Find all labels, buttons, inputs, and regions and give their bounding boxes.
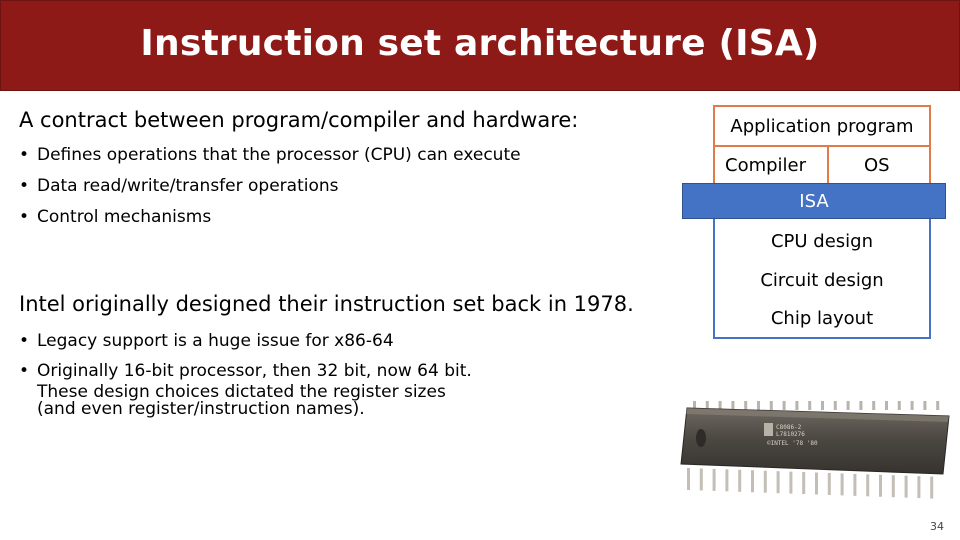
chip-pin <box>936 401 940 410</box>
stack-circuit-design-label: Circuit design <box>760 270 884 291</box>
chip-pin <box>744 401 748 410</box>
chip-marking: ©INTEL '78 '80 <box>767 440 818 447</box>
title-bar: Instruction set architecture (ISA) <box>0 0 960 91</box>
chip-pin <box>731 401 735 410</box>
chip-pin <box>923 401 927 410</box>
chip-pin <box>795 401 799 410</box>
chip-pin <box>757 401 760 410</box>
chip-pin <box>705 401 709 410</box>
bullet-item: Legacy support is a huge issue for x86-6… <box>19 326 472 356</box>
chip-pin <box>872 401 876 410</box>
chip-pin <box>910 401 914 410</box>
intro-text: A contract between program/compiler and … <box>19 108 579 132</box>
stack-cpu-design-label: CPU design <box>770 231 874 252</box>
chip-pin <box>725 469 729 492</box>
chip-pin <box>718 401 722 410</box>
chip-pin <box>891 475 895 498</box>
bullet-list-legacy: Legacy support is a huge issue for x86-6… <box>19 326 472 420</box>
stack-hardware-layers: CPU design Circuit design Chip layout <box>713 217 931 339</box>
stack-divider <box>827 147 829 185</box>
chip-pin <box>846 401 850 410</box>
stack-compiler-os: Compiler OS <box>713 145 931 185</box>
slide-title: Instruction set architecture (ISA) <box>140 23 820 64</box>
bullet-item: Defines operations that the processor (C… <box>19 140 521 171</box>
bullet-list-operations: Defines operations that the processor (C… <box>19 140 521 233</box>
chip-pin <box>859 401 863 410</box>
chip-pin <box>693 401 696 410</box>
bullet-continuation: These design choices dictated the regist… <box>37 382 446 402</box>
chip-pin <box>879 474 882 497</box>
chip-pin <box>738 469 742 492</box>
stack-compiler-label: Compiler <box>725 155 807 176</box>
chip-pin <box>712 468 716 491</box>
chip-pin <box>802 472 806 495</box>
intel-8086-chip-image: C8086-2 L7810276 ©INTEL '78 '80 <box>680 401 950 499</box>
chip-marking: L7810276 <box>776 431 805 438</box>
chip-pin <box>782 401 786 410</box>
stack-label: Application program <box>730 115 914 137</box>
chip-pin <box>904 475 908 498</box>
stack-application-program: Application program <box>713 105 931 147</box>
chip-pin <box>827 472 831 495</box>
chip-pin <box>833 401 837 410</box>
bullet-item: Data read/write/transfer operations <box>19 171 521 202</box>
stack-os-label: OS <box>864 155 890 176</box>
chip-pin <box>687 468 690 490</box>
chip-pin <box>789 471 793 494</box>
chip-pin <box>769 401 773 410</box>
chip-marking: C8086-2 <box>776 424 802 431</box>
bullet-item: Originally 16-bit processor, then 32 bit… <box>19 356 472 420</box>
stack-isa-band: ISA <box>682 183 946 219</box>
chip-pin <box>821 401 824 410</box>
stack-chip-layout-label: Chip layout <box>770 308 874 329</box>
chip-pin <box>776 471 780 494</box>
chip-pin <box>885 401 888 410</box>
chip-pin <box>763 470 767 493</box>
page-number: 34 <box>930 520 944 533</box>
chip-pin <box>840 473 844 496</box>
chip-pin <box>853 473 857 496</box>
bullet-continuation: (and even register/instruction names). <box>37 399 365 419</box>
chip-pin <box>699 468 703 491</box>
chip-pin <box>897 401 901 410</box>
chip-pin <box>917 476 921 499</box>
chip-pin <box>751 470 754 493</box>
intel-history-text: Intel originally designed their instruct… <box>19 292 634 316</box>
bullet-item: Control mechanisms <box>19 202 521 233</box>
bullet-item-text: Originally 16-bit processor, then 32 bit… <box>37 361 472 381</box>
chip-pin <box>815 472 818 495</box>
chip-pin <box>808 401 812 410</box>
chip-pin <box>930 476 934 499</box>
stack-isa-label: ISA <box>799 190 829 212</box>
chip-pin <box>866 474 870 497</box>
